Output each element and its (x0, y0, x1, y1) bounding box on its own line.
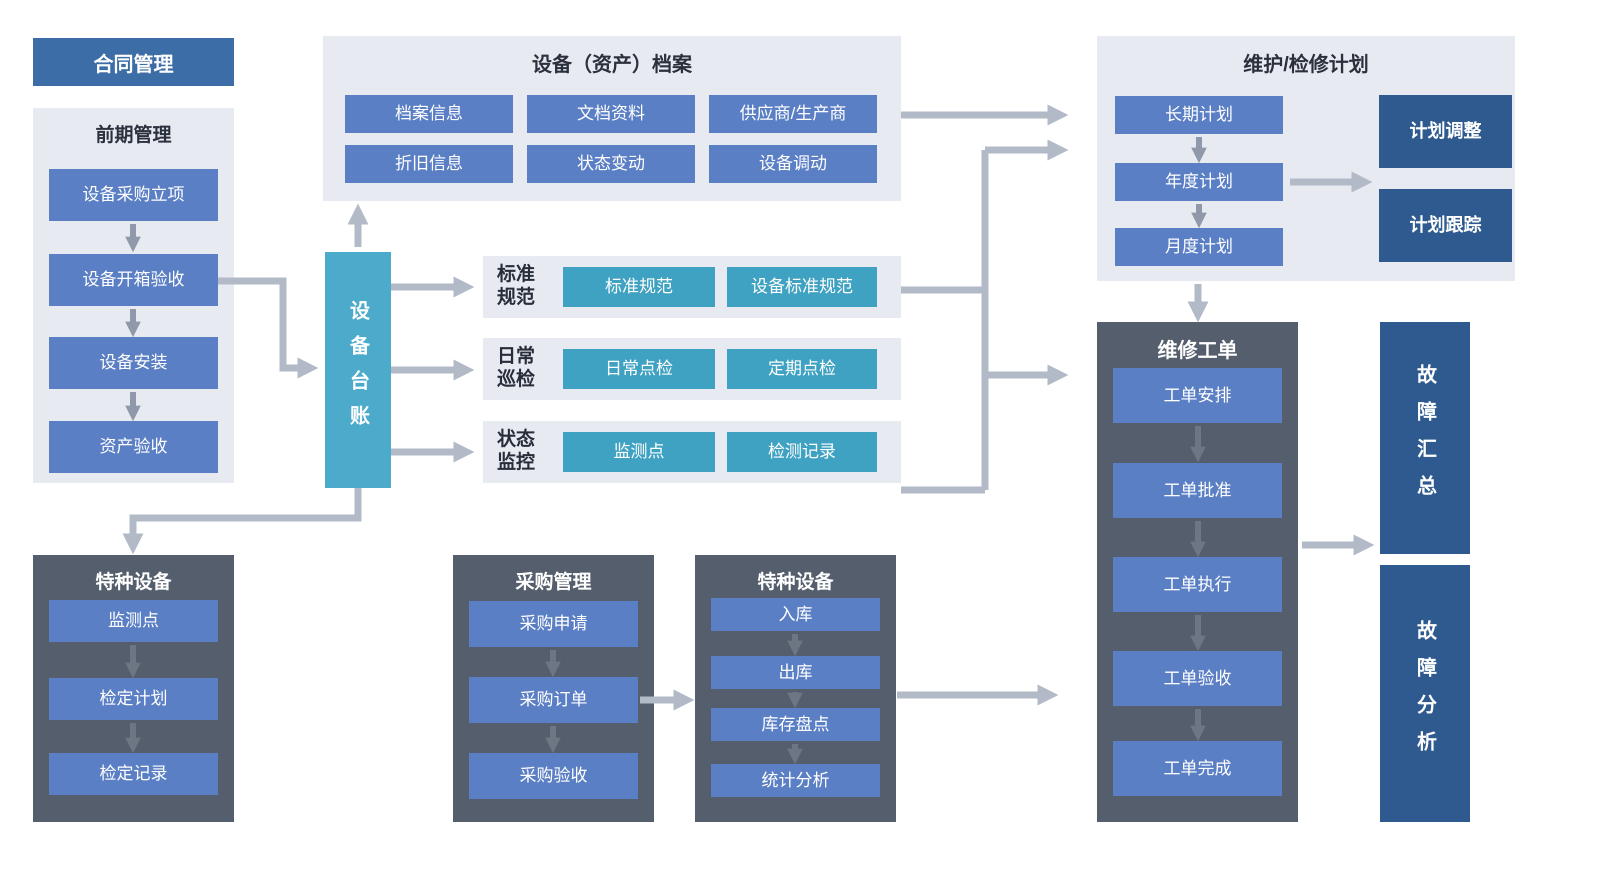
flow-node: 折旧信息 (345, 145, 513, 183)
flow-node: 长期计划 (1115, 96, 1283, 134)
flow-node: 设备采购立项 (49, 169, 218, 221)
asset-archive-title: 设备（资产）档案 (532, 54, 692, 76)
standard-spec-label: 标准规范 (497, 264, 536, 308)
early-management-panel: 前期管理 设备采购立项 设备开箱验收 设备安装 资产验收 (33, 108, 234, 483)
flow-node: 日常点检 (563, 349, 715, 389)
flow-node: 入库 (711, 598, 880, 631)
special-equipment-left-title: 特种设备 (95, 572, 172, 593)
flow-node: 工单安排 (1113, 368, 1282, 423)
flow-node: 检定计划 (49, 678, 218, 720)
flow-node: 监测点 (563, 432, 715, 472)
early-management-title: 前期管理 (95, 125, 172, 146)
flow-node: 设备调动 (709, 145, 877, 183)
flow-node: 出库 (711, 656, 880, 689)
flow-node: 设备开箱验收 (49, 254, 218, 306)
flow-node: 档案信息 (345, 95, 513, 133)
plan-track-node: 计划跟踪 (1379, 189, 1512, 262)
plan-adjust-node: 计划调整 (1379, 95, 1512, 168)
flow-node: 监测点 (49, 600, 218, 642)
fault-analysis-node: 故障分析 (1380, 565, 1470, 822)
flow-node: 工单批准 (1113, 463, 1282, 518)
flow-node: 工单执行 (1113, 557, 1282, 612)
daily-inspection-row: 日常巡检 日常点检 定期点检 (483, 338, 901, 400)
procurement-panel: 采购管理 采购申请 采购订单 采购验收 (453, 555, 654, 822)
flow-node: 设备标准规范 (727, 267, 877, 307)
flow-node: 采购验收 (469, 753, 638, 799)
flow-node: 采购申请 (469, 601, 638, 647)
flow-node: 文档资料 (527, 95, 695, 133)
flow-node: 资产验收 (49, 421, 218, 473)
maintenance-plan-panel: 维护/检修计划 长期计划 年度计划 月度计划 计划调整 计划跟踪 (1097, 36, 1515, 281)
maintenance-plan-title: 维护/检修计划 (1243, 54, 1369, 76)
fault-summary-label: 故障汇总 (1413, 364, 1436, 512)
flow-node: 工单验收 (1113, 651, 1282, 706)
contract-management-header: 合同管理 (33, 38, 234, 86)
status-monitoring-row: 状态监控 监测点 检测记录 (483, 421, 901, 483)
flow-node: 工单完成 (1113, 741, 1282, 796)
fault-analysis-label: 故障分析 (1413, 619, 1436, 768)
special-equipment-left-panel: 特种设备 监测点 检定计划 检定记录 (33, 555, 234, 822)
special-equipment-mid-panel: 特种设备 入库 出库 库存盘点 统计分析 (695, 555, 896, 822)
special-equipment-mid-title: 特种设备 (757, 572, 834, 593)
work-order-panel: 维修工单 工单安排 工单批准 工单执行 工单验收 工单完成 (1097, 322, 1298, 822)
flow-node: 年度计划 (1115, 163, 1283, 201)
flow-node: 设备安装 (49, 337, 218, 389)
flow-node: 状态变动 (527, 145, 695, 183)
flow-node: 统计分析 (711, 764, 880, 797)
procurement-title: 采购管理 (515, 572, 592, 593)
flow-node: 采购订单 (469, 677, 638, 723)
asset-archive-panel: 设备（资产）档案 档案信息 文档资料 供应商/生产商 折旧信息 状态变动 设备调… (323, 36, 901, 201)
arrow-ledger-to-special-left (122, 488, 362, 555)
daily-inspection-label: 日常巡检 (497, 346, 536, 390)
flow-node: 检测记录 (727, 432, 877, 472)
standard-spec-row: 标准规范 标准规范 设备标准规范 (483, 256, 901, 318)
flow-node: 检定记录 (49, 753, 218, 795)
flow-node: 供应商/生产商 (709, 95, 877, 133)
work-order-title: 维修工单 (1157, 340, 1238, 362)
equipment-ledger-node: 设备台账 (325, 252, 391, 488)
status-monitoring-label: 状态监控 (497, 429, 536, 473)
flow-node: 定期点检 (727, 349, 877, 389)
flow-node: 月度计划 (1115, 228, 1283, 266)
flow-node: 标准规范 (563, 267, 715, 307)
flow-node: 库存盘点 (711, 708, 880, 741)
fault-summary-node: 故障汇总 (1380, 322, 1470, 554)
equipment-ledger-label: 设备台账 (346, 300, 369, 440)
